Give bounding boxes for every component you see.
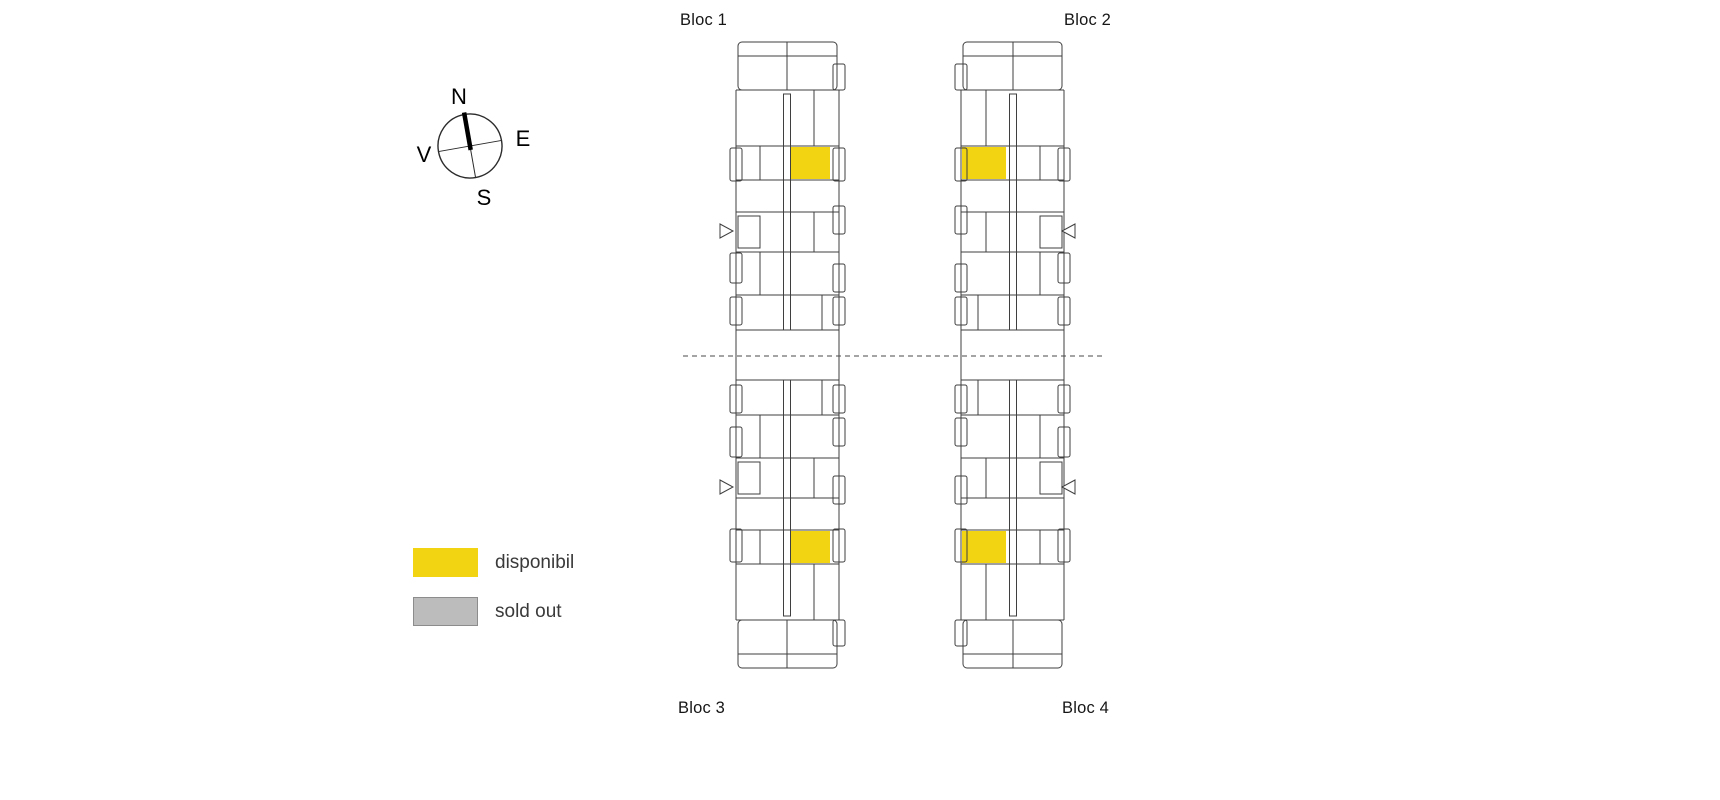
entrance-arrow-bloc-1 xyxy=(719,223,735,239)
bloc-2-plan[interactable] xyxy=(954,41,1071,356)
legend-item-sold-out: sold out xyxy=(413,597,574,626)
entrance-arrows xyxy=(719,223,1076,495)
bloc-1-plan[interactable] xyxy=(729,41,846,356)
bloc-4-plan[interactable] xyxy=(954,354,1071,669)
available-swatch xyxy=(413,548,478,577)
sold-out-legend-label: sold out xyxy=(495,600,562,622)
compass-west-label: V xyxy=(417,142,432,167)
compass: N E S V xyxy=(417,84,531,210)
entrance-arrow-bloc-3 xyxy=(719,479,735,495)
bloc-4-label: Bloc 4 xyxy=(1062,699,1110,717)
available-unit-bloc-4[interactable] xyxy=(962,531,1006,563)
bloc-3-plan[interactable] xyxy=(729,354,846,669)
bloc-3-label: Bloc 3 xyxy=(678,699,726,717)
entrance-arrow-bloc-2 xyxy=(1060,223,1076,239)
legend-item-available: disponibil xyxy=(413,548,574,577)
bloc-2-label: Bloc 2 xyxy=(1064,11,1112,29)
available-legend-label: disponibil xyxy=(495,551,575,573)
compass-north-label: N xyxy=(451,84,467,109)
entrance-arrow-bloc-4 xyxy=(1060,479,1076,495)
bloc-1-label: Bloc 1 xyxy=(680,11,728,29)
available-unit-bloc-3[interactable] xyxy=(790,531,830,563)
available-unit-bloc-2[interactable] xyxy=(962,147,1006,179)
compass-needle xyxy=(461,112,473,151)
legend: disponibil sold out xyxy=(413,548,574,626)
sold-out-swatch xyxy=(413,597,478,626)
available-unit-bloc-1[interactable] xyxy=(790,147,830,179)
compass-east-label: E xyxy=(516,126,531,151)
compass-south-label: S xyxy=(477,185,492,210)
